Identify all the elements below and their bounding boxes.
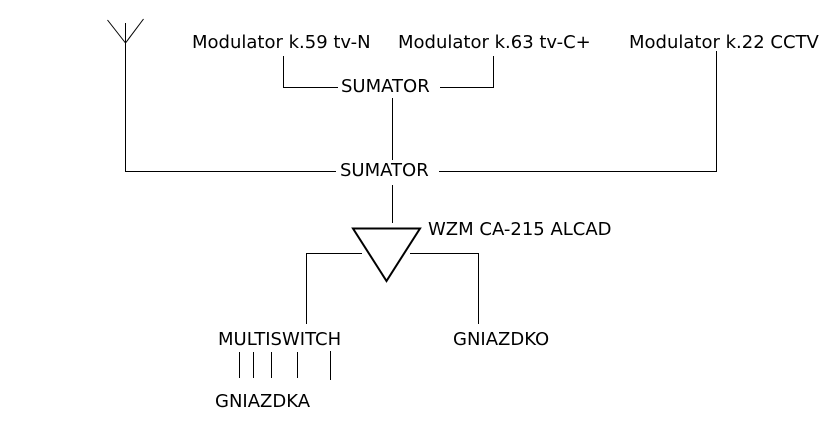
outlets-group-label: GNIAZDKA xyxy=(215,391,311,412)
modulator-1-label: Modulator k.59 tv-N xyxy=(192,32,371,53)
amplifier-label: WZM CA-215 ALCAD xyxy=(428,219,612,240)
sumator-1-label: SUMATOR xyxy=(341,76,430,97)
outlet-single-label: GNIAZDKO xyxy=(453,329,550,350)
amplifier-triangle-icon xyxy=(351,227,422,283)
sumator-2-label: SUMATOR xyxy=(340,160,429,181)
wire-modulator2-sumator1 xyxy=(440,56,494,88)
wire-modulator1-sumator1 xyxy=(283,56,338,88)
wire-modulator3-sumator2 xyxy=(439,51,717,172)
multiswitch-label: MULTISWITCH xyxy=(218,329,342,350)
multiswitch-output-wires xyxy=(239,351,331,380)
modulator-2-label: Modulator k.63 tv-C+ xyxy=(398,32,591,53)
antenna-icon xyxy=(107,18,144,171)
modulator-3-label: Modulator k.22 CCTV xyxy=(629,32,819,53)
